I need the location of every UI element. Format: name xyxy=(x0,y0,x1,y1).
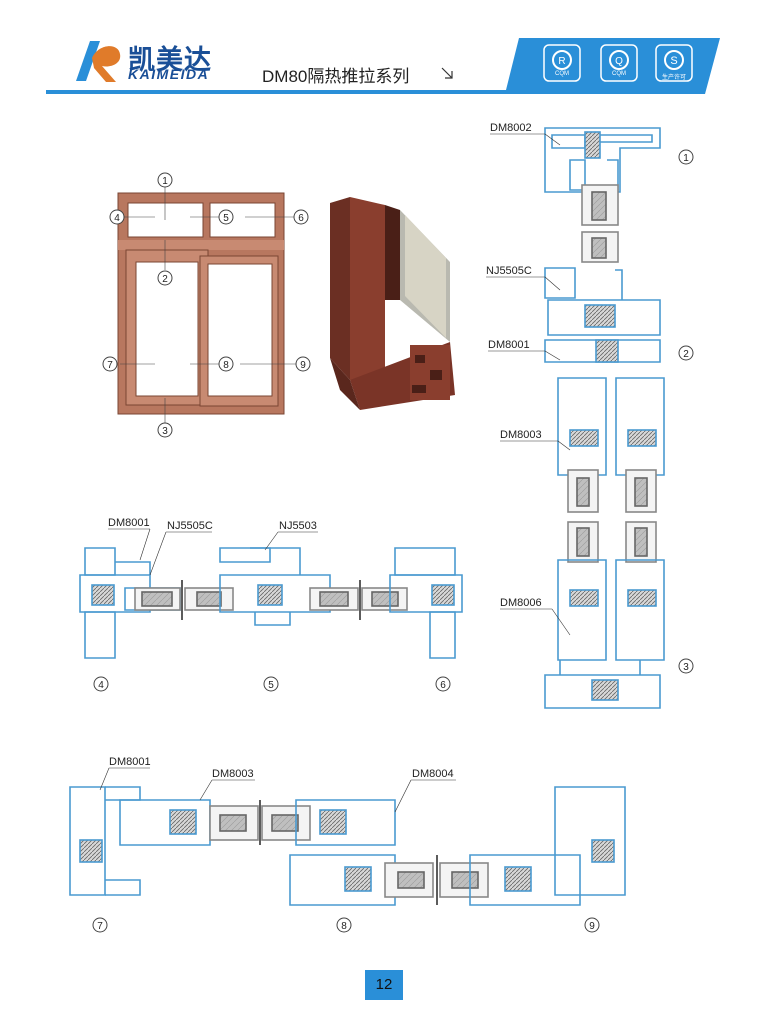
label-dm8003: DM8003 xyxy=(500,429,542,441)
callout-9: 9 xyxy=(295,356,311,372)
svg-text:1: 1 xyxy=(683,153,689,164)
svg-text:8: 8 xyxy=(341,921,347,932)
svg-text:7: 7 xyxy=(107,360,113,371)
label-nj5503: NJ5503 xyxy=(279,520,317,532)
brand-name-en: KAIMEIDA xyxy=(128,66,210,82)
production-license-icon: S 生产许可 xyxy=(655,44,693,82)
horizontal-top-leaders xyxy=(108,528,318,576)
profile-corner-render xyxy=(330,197,455,410)
svg-text:5: 5 xyxy=(268,680,274,691)
svg-text:S: S xyxy=(670,55,677,67)
series-title: DM80隔热推拉系列 xyxy=(262,67,410,86)
callout-2: 2 xyxy=(157,270,173,286)
svg-text:5: 5 xyxy=(223,213,229,224)
callout-7: 7 xyxy=(102,356,118,372)
svg-text:3: 3 xyxy=(683,662,689,673)
callout-5: 5 xyxy=(263,676,279,692)
svg-text:2: 2 xyxy=(162,274,168,285)
svg-text:6: 6 xyxy=(440,680,446,691)
header-rule xyxy=(46,90,526,94)
qcqm-cert-icon: Q CQM xyxy=(600,44,638,82)
rcqm-cert-icon: R CQM xyxy=(543,44,581,82)
label-dm8001: DM8001 xyxy=(488,339,530,351)
callout-1: 1 xyxy=(678,149,694,165)
callout-6: 6 xyxy=(435,676,451,692)
label-dm8002: DM8002 xyxy=(490,122,532,134)
cert-label: CQM xyxy=(612,71,626,77)
brand-name-cn: 凯美达 xyxy=(128,45,212,75)
label-dm8001: DM8001 xyxy=(108,517,150,529)
kaimeida-logo-icon xyxy=(76,41,121,82)
label-dm8003: DM8003 xyxy=(212,768,254,780)
label-nj5505c: NJ5505C xyxy=(167,520,213,532)
callout-8: 8 xyxy=(336,917,352,933)
arrow-down-right-icon xyxy=(441,67,453,79)
callout-7: 7 xyxy=(92,917,108,933)
vertical-section xyxy=(544,127,665,709)
elevation-callouts: 1 4 5 6 2 7 8 9 3 xyxy=(102,172,311,438)
horizontal-bottom-leaders xyxy=(99,767,456,813)
label-dm8001: DM8001 xyxy=(109,756,151,768)
label-dm8006: DM8006 xyxy=(500,597,542,609)
svg-text:4: 4 xyxy=(98,680,104,691)
window-elevation xyxy=(117,187,296,424)
cert-label: 生产许可 xyxy=(661,75,686,81)
callout-5: 5 xyxy=(218,209,234,225)
svg-text:9: 9 xyxy=(589,921,595,932)
svg-text:9: 9 xyxy=(300,360,306,371)
page-header: 凯美达 KAIMEIDA DM80隔热推拉系列 R CQM Q CQM S 生产… xyxy=(0,0,768,100)
svg-text:7: 7 xyxy=(97,921,103,932)
svg-text:4: 4 xyxy=(114,213,120,224)
svg-text:3: 3 xyxy=(162,426,168,437)
callout-4: 4 xyxy=(93,676,109,692)
callout-3: 3 xyxy=(157,422,173,438)
svg-text:6: 6 xyxy=(298,213,304,224)
svg-text:Q: Q xyxy=(615,56,623,67)
svg-text:2: 2 xyxy=(683,349,689,360)
horizontal-section-bottom xyxy=(69,786,626,906)
label-dm8004: DM8004 xyxy=(412,768,454,780)
callout-3: 3 xyxy=(678,658,694,674)
callout-4: 4 xyxy=(109,209,125,225)
horizontal-section-top xyxy=(79,547,463,659)
svg-text:8: 8 xyxy=(223,360,229,371)
vertical-section-leaders xyxy=(486,133,571,636)
callout-6: 6 xyxy=(293,209,309,225)
page-number: 12 xyxy=(365,970,403,1000)
callout-2: 2 xyxy=(678,345,694,361)
callout-8: 8 xyxy=(218,356,234,372)
callout-1: 1 xyxy=(157,172,173,188)
label-nj5505c: NJ5505C xyxy=(486,265,532,277)
svg-text:R: R xyxy=(558,56,565,67)
svg-text:1: 1 xyxy=(162,176,168,187)
callout-9: 9 xyxy=(584,917,600,933)
cert-label: CQM xyxy=(555,71,569,77)
